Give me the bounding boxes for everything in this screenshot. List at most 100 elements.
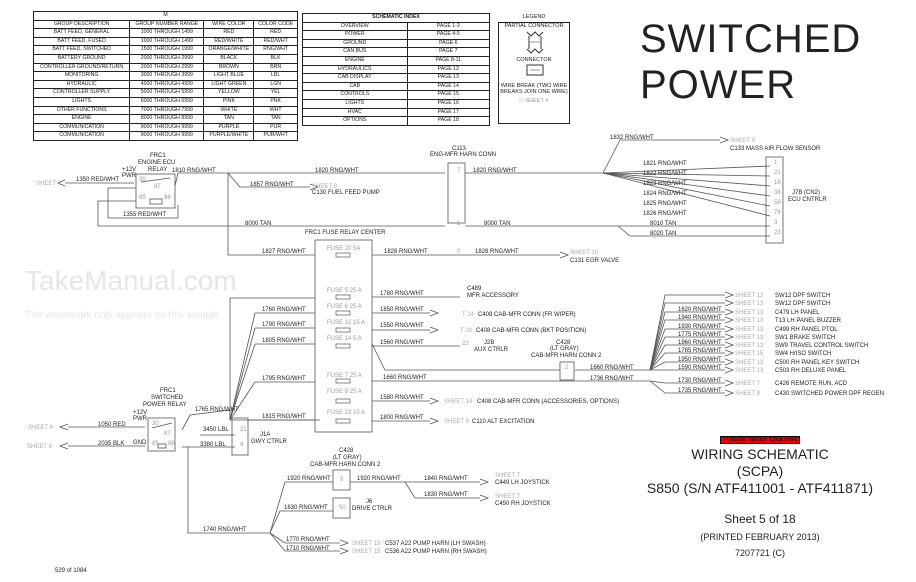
pin: 22	[462, 341, 469, 347]
wire-label: 1828 RNG/WHT	[384, 249, 428, 255]
fuse-label: FUSE 6 25 A	[327, 304, 362, 310]
destination: C408 CAB-MFR CONN (BKT POSITION)	[476, 328, 586, 334]
sheet-ref[interactable]: SHEET 15	[352, 549, 381, 555]
connector-label: C428	[556, 340, 571, 346]
sheet-ref[interactable]: SHEET 13	[735, 293, 764, 299]
pin: 85	[152, 441, 159, 447]
table-cell: YEL	[253, 88, 298, 98]
sheet-ref[interactable]: SHEET 7	[735, 381, 761, 387]
wire-label: 1350 RED/WHT	[76, 177, 119, 183]
sheet-ref[interactable]: SHEET 13	[735, 310, 764, 316]
connector-label: DRIVE CTRLR	[352, 506, 393, 512]
sheet-number: Sheet 5 of 18	[724, 512, 796, 526]
sheet-ref[interactable]: SHEET 9	[730, 138, 756, 144]
printable-version-link[interactable]: Printable Version Click Here	[719, 436, 801, 444]
sheet-ref[interactable]: SHEET 13	[735, 301, 764, 307]
wire	[649, 319, 725, 371]
sheet-ref[interactable]: SHEET 13	[735, 343, 764, 349]
wire-label: 1775 RNG/WHT	[678, 332, 722, 338]
pin: 87	[154, 184, 161, 190]
wire	[649, 328, 725, 371]
wire-label: 3450 LBL	[203, 427, 229, 433]
pin: 86	[164, 195, 171, 201]
connector-label: (LT GRAY)	[333, 455, 362, 461]
destination: C503 RH DELUXE PANEL	[775, 368, 847, 374]
table-cell: ENGINE	[302, 55, 408, 66]
table-cell: COMMUNICATION	[32, 122, 131, 133]
sheet-ref[interactable]: SHEET 4	[36, 181, 62, 187]
table-cell: RED	[203, 28, 255, 38]
connector-label: C428	[339, 448, 354, 454]
table-cell: BRN	[253, 62, 298, 73]
pin: 23	[774, 230, 781, 236]
title-block: Printable Version Click Here WIRING SCHE…	[610, 428, 910, 558]
sheet-ref[interactable]: T 18	[460, 328, 473, 334]
table-title: M	[33, 11, 298, 21]
sheet-ref[interactable]: T 14	[462, 312, 475, 318]
table-cell: ENGINE	[32, 114, 131, 124]
pin: 7	[457, 168, 461, 174]
sheet-ref[interactable]: SHEET 4	[28, 425, 54, 431]
table-cell: PURPLE/WHITE	[203, 131, 255, 141]
wire-label: 1815 RNG/WHT	[262, 414, 306, 420]
pin: 1	[774, 160, 778, 166]
sheet-ref[interactable]: SHEET 7	[495, 494, 521, 500]
wire-label: 1850 RNG/WHT	[380, 307, 424, 313]
wire-label: 1790 RNG/WHT	[262, 322, 306, 328]
sheet-ref[interactable]: SHEET 15	[735, 351, 764, 357]
watermark-note: The watermark only appears on this sampl…	[25, 310, 219, 321]
wire-label: 1824 RNG/WHT	[643, 191, 687, 197]
sheet-ref[interactable]: SHEET 8	[735, 391, 761, 397]
table-cell: PAGE 18	[406, 116, 491, 126]
sheet-ref[interactable]: SHEET 15	[352, 541, 381, 547]
sheet-ref[interactable]: SHEET 13	[735, 318, 764, 324]
sheet-ref[interactable]: SHEET 14	[444, 399, 473, 405]
sheet-ref[interactable]: SHEET 8	[312, 184, 338, 190]
destination: C133 MASS AIR FLOW SENSOR	[730, 146, 821, 152]
legend-wire-break: WIRE BREAK (TWO WIRE BREAKS JOIN ONE WIR…	[500, 83, 568, 95]
sheet-ref[interactable]: SHEET 7	[495, 473, 521, 479]
wire-label: 1820 RNG/WHT	[315, 168, 359, 174]
sheet-ref[interactable]: SHEET 10	[570, 250, 599, 256]
table-cell: BATT FEED, FUSED	[32, 36, 131, 47]
wire-label: 1810 RNG/WHT	[172, 168, 216, 174]
wire	[649, 361, 725, 371]
pin: 38	[774, 190, 781, 196]
wire-label: 1730 RNG/WHT	[678, 378, 722, 384]
sheet-ref[interactable]: SHEET 13	[735, 327, 764, 333]
wire-label: 1940 RNG/WHT	[678, 315, 722, 321]
pin: 21	[240, 427, 247, 433]
connector-label: J7B (CN2)	[792, 190, 820, 196]
sheet-arrow-icon	[724, 379, 735, 387]
wire-label: 1780 RNG/WHT	[380, 291, 424, 297]
pin: 21	[774, 170, 781, 176]
sheet-ref[interactable]: SHEET 6	[27, 444, 53, 450]
sheet-ref[interactable]: SHEET 8	[444, 419, 470, 425]
table-cell: PAGE 8-11	[406, 55, 491, 66]
table-cell: 1500 THROUGH 1999	[129, 45, 205, 55]
sheet-arrow-icon	[724, 333, 735, 341]
sheet-ref[interactable]: SHEET 13	[735, 335, 764, 341]
sheet-arrow-icon	[724, 299, 735, 307]
pin: 4	[240, 442, 244, 448]
sheet-ref[interactable]: SHEET 13	[735, 360, 764, 366]
sheet-ref[interactable]: SHEET 13	[735, 368, 764, 374]
table-cell: OTHER FUNCTIONS	[32, 105, 131, 116]
pin: 0	[457, 249, 461, 255]
